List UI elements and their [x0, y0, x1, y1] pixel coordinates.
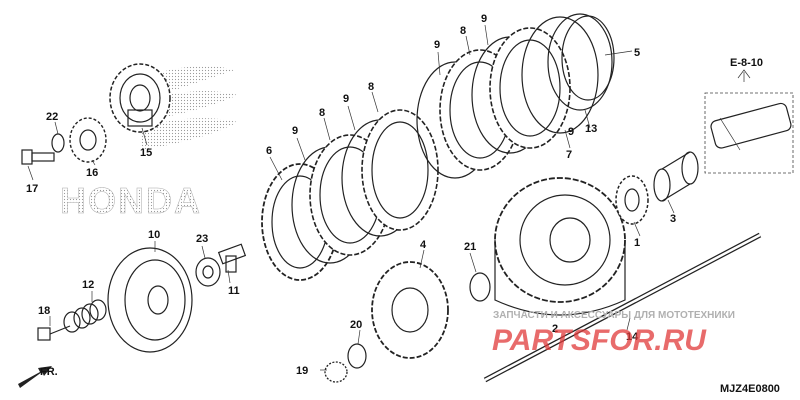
sprocket-part-16	[69, 117, 107, 163]
callout-4: 4	[420, 239, 427, 251]
bolt-part-17	[21, 149, 55, 165]
gear-part-1	[615, 175, 649, 225]
callout-8b: 8	[368, 81, 374, 93]
callout-15: 15	[140, 147, 152, 159]
mainshaft-reference	[704, 92, 794, 174]
bearing-part-23	[195, 257, 221, 287]
collar-part-3	[653, 151, 699, 202]
callout-3: 3	[670, 213, 676, 225]
clutch-center-part-4	[371, 261, 449, 359]
callout-9c: 9	[434, 39, 440, 51]
front-direction-arrow-icon	[18, 366, 52, 388]
washer-part-22	[51, 133, 65, 153]
bolt-part-18	[37, 325, 71, 341]
callout-9a: 9	[292, 125, 298, 137]
direction-label: FR.	[40, 366, 58, 378]
callout-9b: 9	[343, 93, 349, 105]
pressure-plate-part-10	[107, 247, 193, 353]
spring-part-12	[63, 299, 107, 333]
reference-label: E-8-10	[730, 57, 763, 69]
callout-9d: 9	[481, 13, 487, 25]
honda-brand-text: HONDA	[60, 180, 202, 221]
leader-lines	[27, 24, 675, 371]
callout-18: 18	[38, 305, 50, 317]
callout-8c: 8	[460, 25, 466, 37]
callout-16: 16	[86, 167, 98, 179]
callout-6: 6	[266, 145, 272, 157]
callout-14: 14	[626, 331, 639, 343]
callout-13: 13	[585, 123, 597, 135]
watermark-logo: PARTSFOR.RU	[492, 324, 707, 357]
washer-part-21	[469, 272, 491, 302]
callout-7: 7	[566, 149, 572, 161]
washer-part-20	[347, 343, 367, 369]
lifter-part-11	[217, 243, 247, 273]
part-callouts: 1 2 3 4 5 6 7 8 8 8 9 9 9 9 9 10 11 12 1…	[26, 13, 676, 377]
callout-20: 20	[350, 319, 362, 331]
sprocket-part-15	[109, 63, 171, 133]
callout-17: 17	[26, 183, 38, 195]
callout-8a: 8	[319, 107, 325, 119]
callout-21: 21	[464, 241, 476, 253]
watermark: ЗАПЧАСТИ И АКСЕССУАРЫ ДЛЯ МОТОТЕХНИКИ PA…	[492, 310, 735, 357]
clutch-plate-stack	[261, 13, 615, 281]
callout-12: 12	[82, 279, 94, 291]
callout-5: 5	[634, 47, 640, 59]
diagram-code: MJZ4E0800	[720, 383, 780, 395]
reference-arrow-icon	[737, 69, 751, 82]
callout-11: 11	[228, 285, 240, 297]
callout-23: 23	[196, 233, 208, 245]
callout-10: 10	[148, 229, 160, 241]
callout-9e: 9	[568, 126, 574, 138]
watermark-subtitle: ЗАПЧАСТИ И АКСЕССУАРЫ ДЛЯ МОТОТЕХНИКИ	[493, 310, 735, 321]
nut-part-19	[324, 361, 348, 383]
clutch-outer-part-2	[494, 177, 626, 316]
callout-19: 19	[296, 365, 308, 377]
callout-1: 1	[634, 237, 640, 249]
callout-22: 22	[46, 111, 58, 123]
callout-2: 2	[552, 323, 558, 335]
